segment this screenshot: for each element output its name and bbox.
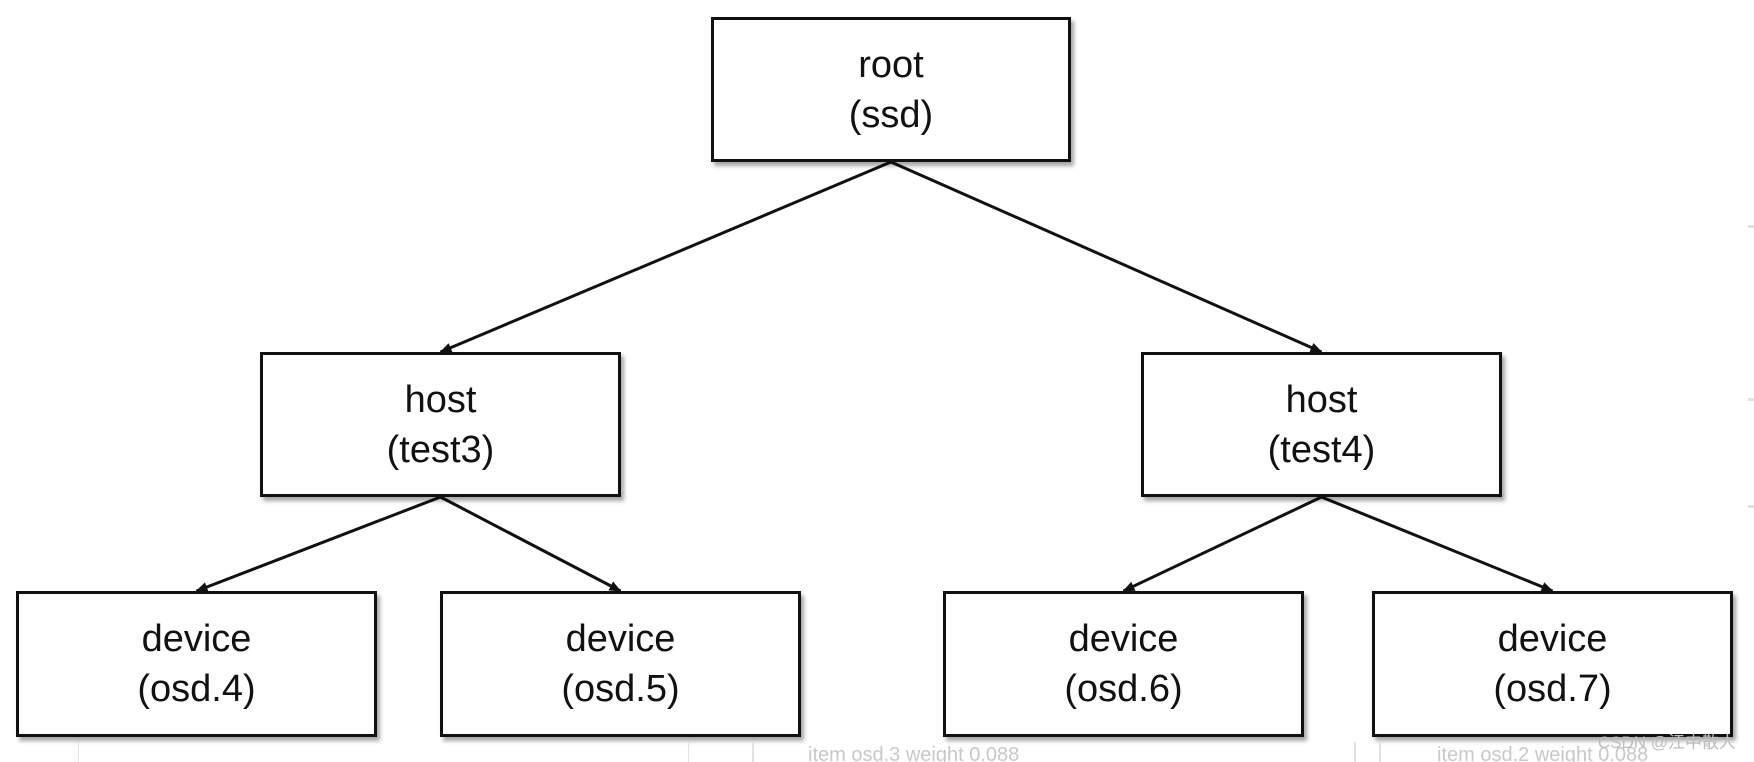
node-root: root (ssd) xyxy=(711,17,1071,162)
node-device-osd5-name: (osd.5) xyxy=(561,668,680,710)
edge-root-to-test3 xyxy=(439,160,892,354)
background-text: item osd.3 weight 0.088 xyxy=(808,744,1020,762)
node-device-osd6-type: device xyxy=(1068,618,1179,660)
node-host-test4-name: (test4) xyxy=(1267,428,1376,471)
node-device-osd5-type: device xyxy=(565,618,676,660)
node-device-osd6: device (osd.6) xyxy=(943,591,1304,737)
node-host-test3-name: (test3) xyxy=(386,428,495,471)
node-device-osd6-name: (osd.6) xyxy=(1064,668,1183,710)
background-divider xyxy=(752,742,754,762)
edge-test3-to-osd5 xyxy=(439,495,622,593)
background-divider xyxy=(1748,225,1754,228)
background-divider xyxy=(1379,742,1381,762)
edge-test4-to-osd6 xyxy=(1122,495,1323,593)
node-device-osd4: device (osd.4) xyxy=(16,591,377,737)
node-device-osd7: device (osd.7) xyxy=(1372,591,1733,737)
node-host-test3-type: host xyxy=(404,378,477,421)
node-device-osd7-type: device xyxy=(1497,618,1608,660)
background-divider xyxy=(78,742,79,762)
edge-test3-to-osd4 xyxy=(195,495,442,593)
node-host-test4-type: host xyxy=(1285,378,1358,421)
background-divider xyxy=(688,742,689,762)
background-divider xyxy=(1354,742,1356,762)
edge-test4-to-osd7 xyxy=(1320,495,1554,593)
node-host-test4: host (test4) xyxy=(1141,352,1502,497)
background-text: item osd.2 weight 0.088 xyxy=(1437,744,1649,762)
node-root-name: (ssd) xyxy=(848,93,934,136)
node-device-osd4-name: (osd.4) xyxy=(137,668,256,710)
background-divider xyxy=(1748,398,1754,401)
background-divider xyxy=(1748,505,1754,508)
node-device-osd7-name: (osd.7) xyxy=(1493,668,1612,710)
watermark: CSDN @江中散人 xyxy=(1597,733,1736,752)
edge-root-to-test4 xyxy=(890,160,1323,354)
node-host-test3: host (test3) xyxy=(260,352,621,497)
node-device-osd4-type: device xyxy=(141,618,252,660)
node-root-type: root xyxy=(858,43,924,86)
node-device-osd5: device (osd.5) xyxy=(440,591,801,737)
